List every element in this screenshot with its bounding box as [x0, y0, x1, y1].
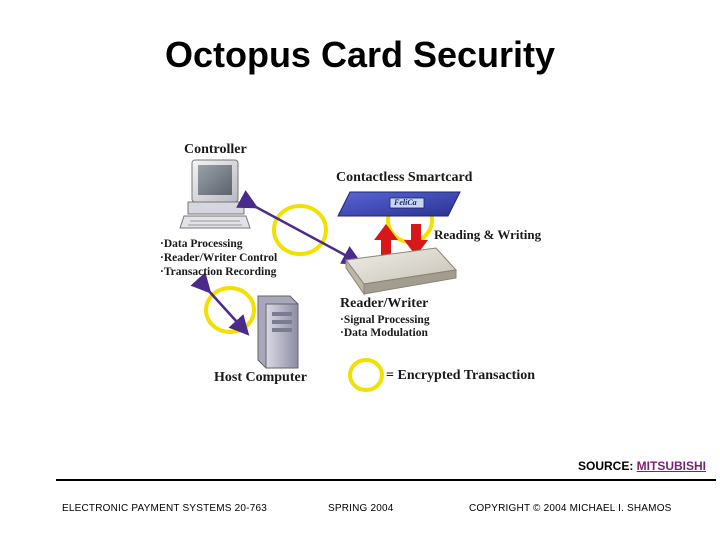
smartcard-label: Contactless Smartcard [336, 170, 473, 185]
source-credit: SOURCE: MITSUBISHI [578, 459, 706, 473]
controller-function-1: ·Data Processing [160, 238, 243, 250]
reader-writer-label: Reader/Writer [340, 296, 429, 311]
controller-label: Controller [184, 142, 247, 157]
source-prefix: SOURCE: [577, 459, 637, 473]
reading-writing-label: Reading & Writing [434, 227, 542, 242]
controller-function-3: ·Transaction Recording [160, 266, 277, 278]
legend-ring-icon [348, 358, 384, 392]
host-computer-tower-icon [257, 295, 299, 369]
footer-divider [56, 479, 716, 481]
controller-computer-icon [179, 159, 251, 229]
controller-function-2: ·Reader/Writer Control [160, 252, 278, 264]
reader-writer-device-icon [345, 247, 457, 296]
footer-right: COPYRIGHT © 2004 MICHAEL I. SHAMOS [469, 503, 672, 514]
host-computer-label: Host Computer [214, 370, 307, 385]
footer-center: SPRING 2004 [328, 503, 394, 514]
contactless-smartcard-icon [337, 191, 461, 217]
controller-reader-link-arrow [236, 190, 363, 265]
card-face-text: FeliCa [394, 198, 417, 207]
footer-left: ELECTRONIC PAYMENT SYSTEMS 20-763 [62, 503, 267, 514]
encrypted-transaction-legend-label: = Encrypted Transaction [386, 368, 536, 383]
octopus-security-diagram: Controller ·Data Processing ·Reader/Writ… [150, 128, 562, 396]
reader-writer-function-1: ·Signal Processing [340, 314, 430, 326]
source-link[interactable]: MITSUBISHI [636, 459, 706, 473]
controller-host-link-arrow [190, 272, 250, 336]
reading-writing-arrows-icon [374, 224, 428, 256]
reader-writer-function-2: ·Data Modulation [340, 327, 428, 339]
slide-title: Octopus Card Security [164, 34, 556, 75]
